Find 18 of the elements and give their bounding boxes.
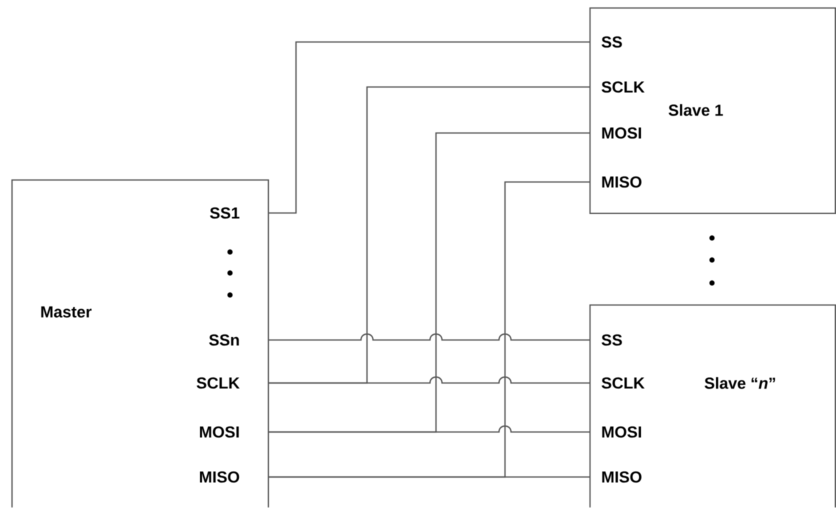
wire: [268, 334, 590, 341]
pin-label: MOSI: [602, 127, 642, 139]
pin-label: SS1: [210, 207, 240, 219]
pin-label: MISO: [200, 471, 240, 483]
pin-label: MOSI: [200, 426, 239, 438]
wire: [268, 426, 590, 433]
wire: [268, 376, 590, 384]
pin-label: MISO: [602, 471, 642, 483]
pin-label: SS: [602, 36, 622, 48]
pin-label: SCLK: [196, 377, 240, 389]
pin-label: SS: [602, 334, 622, 346]
pin-label: SCLK: [602, 81, 645, 93]
wire: [268, 476, 590, 478]
pin-label: SSn: [209, 334, 239, 346]
pin-label: SCLK: [602, 377, 645, 389]
pin-label: MOSI: [602, 426, 642, 438]
wire: [268, 41, 590, 214]
pin-label: MISO: [602, 176, 642, 188]
